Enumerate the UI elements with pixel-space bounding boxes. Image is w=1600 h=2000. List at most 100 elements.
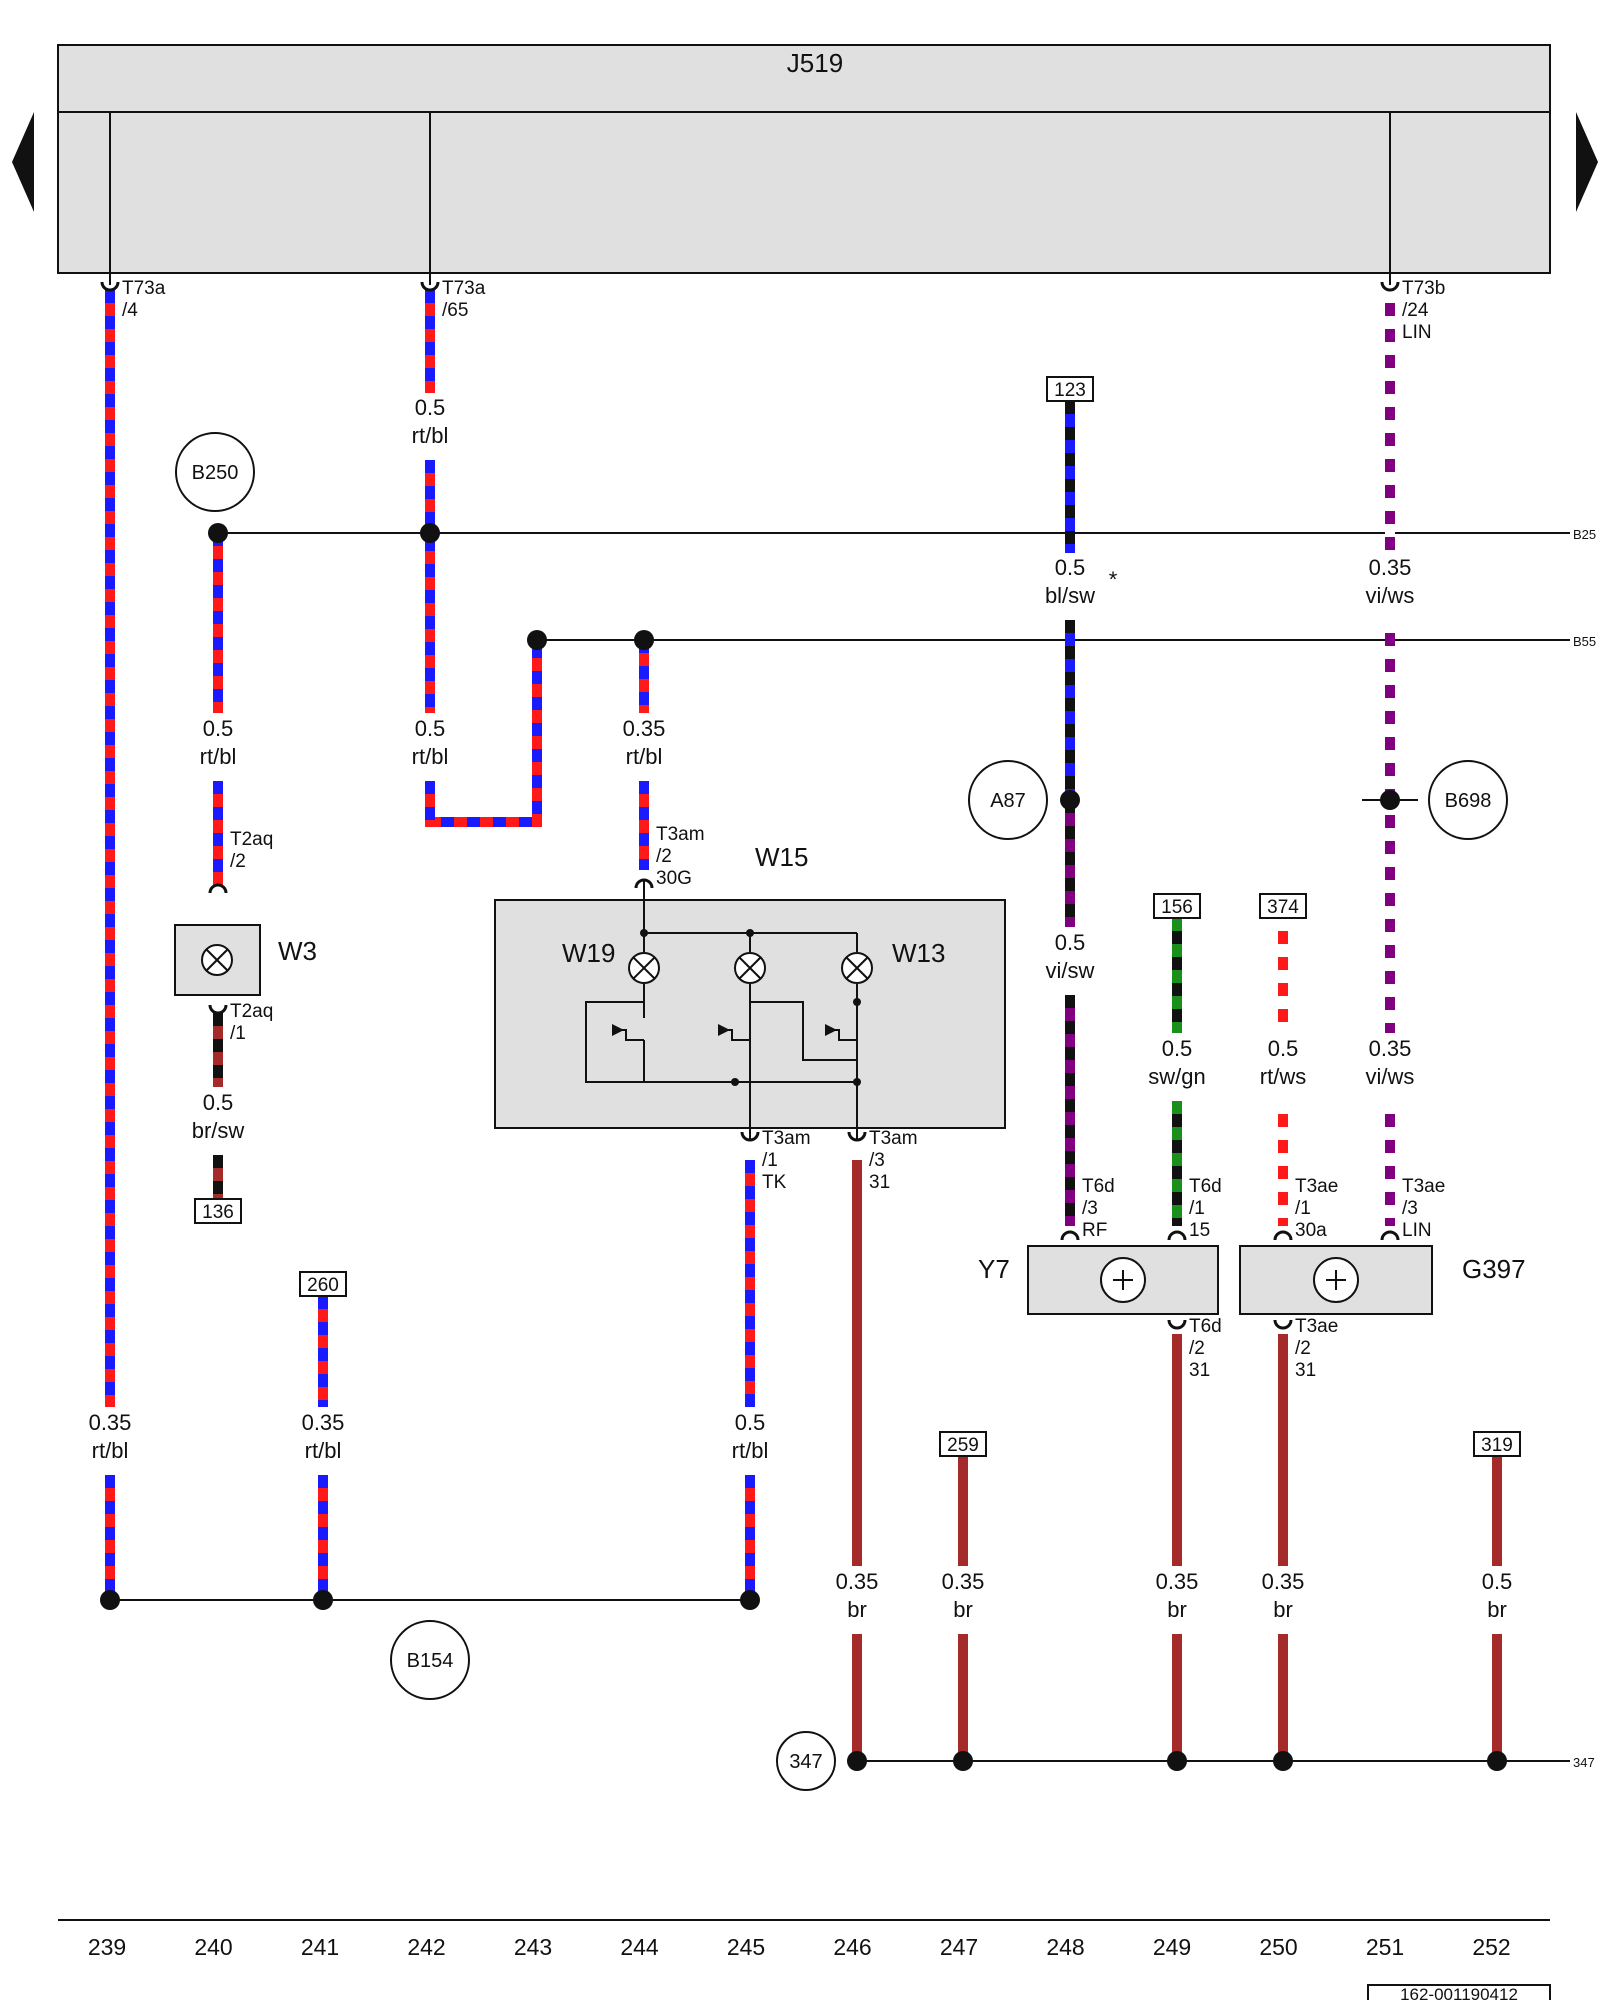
- ref-box-label[interactable]: 156: [1161, 897, 1193, 918]
- connector-t3am-1: T3am/1TK: [740, 1128, 811, 1193]
- column-number: 242: [407, 1934, 445, 1960]
- wire-gauge: 0.35: [302, 1410, 345, 1435]
- wire-gauge: 0.5: [735, 1410, 766, 1435]
- connector-pin-label: T6d: [1082, 1176, 1115, 1197]
- ref-box-label[interactable]: 136: [202, 1202, 234, 1223]
- connector-pin-label: T73a: [442, 278, 486, 299]
- wire-color: vi/ws: [1366, 583, 1415, 608]
- connector-pin-label: RF: [1082, 1220, 1107, 1241]
- wire-rt-bl: [425, 640, 542, 827]
- connector-pin-label: T3am: [656, 824, 705, 845]
- previous-page-arrow-icon[interactable]: [12, 112, 34, 212]
- wire-gauge: 0.5: [415, 395, 446, 420]
- column-number: 245: [727, 1934, 765, 1960]
- wire-group: [102, 290, 1502, 1761]
- connector-t2aq-2: T2aq/2: [208, 829, 273, 894]
- node-347-label: 347: [789, 1751, 822, 1773]
- wire-color: br: [953, 1597, 973, 1622]
- wire-gauge: 0.35: [89, 1410, 132, 1435]
- column-number: 241: [301, 1934, 339, 1960]
- connector-t6d-2: T6d/231: [1167, 1316, 1222, 1381]
- connector-pin-label: /4: [122, 300, 138, 321]
- connector-pin-label: /1: [1295, 1198, 1311, 1219]
- connector-pin-label: LIN: [1402, 322, 1432, 343]
- connector-pin-label: /1: [762, 1150, 778, 1171]
- wire-color: rt/bl: [412, 744, 449, 769]
- w19-label: W19: [562, 938, 615, 968]
- connector-pin-label: /24: [1402, 300, 1429, 321]
- y7-label: Y7: [978, 1254, 1010, 1284]
- column-number: 239: [88, 1934, 126, 1960]
- ref-box-label[interactable]: 319: [1481, 1435, 1513, 1456]
- connector-pin-label: T3ae: [1295, 1316, 1338, 1337]
- wire-gauge: 0.35: [1262, 1569, 1305, 1594]
- connector-pin-label: T2aq: [230, 829, 273, 850]
- wire-gauge: 0.35: [623, 716, 666, 741]
- wire-gauge: 0.35: [836, 1569, 879, 1594]
- ref-box-label[interactable]: 374: [1267, 897, 1299, 918]
- wire-color: rt/bl: [200, 744, 237, 769]
- wire-color: vi/sw: [1046, 958, 1095, 983]
- node-b154-label: B154: [407, 1650, 454, 1672]
- wire-gauge: 0.5: [1055, 930, 1086, 955]
- column-number: 249: [1153, 1934, 1191, 1960]
- wire-gauge: 0.35: [1369, 555, 1412, 580]
- connector-pin-label: /3: [869, 1150, 885, 1171]
- reference-boxes[interactable]: 123 156 374 136 260 259 319: [194, 376, 1521, 1457]
- column-number: 240: [194, 1934, 232, 1960]
- connector-pin-label: T3ae: [1295, 1176, 1338, 1197]
- wire-gauge: 0.35: [942, 1569, 985, 1594]
- connector-pin-label: T73a: [122, 278, 166, 299]
- edge-label: B55: [1573, 634, 1596, 649]
- wire-gauge: 0.5: [1055, 555, 1086, 580]
- wire-color: br: [1273, 1597, 1293, 1622]
- column-number: 251: [1366, 1934, 1404, 1960]
- connector-pin-label: 31: [1295, 1360, 1316, 1381]
- wire-gauge: 0.35: [1156, 1569, 1199, 1594]
- connector-pin-label: /3: [1402, 1198, 1418, 1219]
- wire-gauge: 0.35: [1369, 1036, 1412, 1061]
- connector-pin-label: T73b: [1402, 278, 1445, 299]
- wire-color: rt/ws: [1260, 1064, 1306, 1089]
- connector-t73a-65: T73a/65: [420, 278, 486, 321]
- column-number: 246: [833, 1934, 871, 1960]
- connector-pin-label: 30G: [656, 868, 692, 889]
- column-number: 243: [514, 1934, 552, 1960]
- ref-box-label[interactable]: 259: [947, 1435, 979, 1456]
- wire-gauge: 0.5: [203, 1090, 234, 1115]
- edge-label: B25: [1573, 527, 1596, 542]
- node-b698-label: B698: [1445, 790, 1492, 812]
- ref-box-label[interactable]: 260: [307, 1275, 339, 1296]
- connector-pin-label: 15: [1189, 1220, 1210, 1241]
- wire-color: br: [1167, 1597, 1187, 1622]
- wire-gauge: 0.5: [1162, 1036, 1193, 1061]
- connector-pin-label: /1: [1189, 1198, 1205, 1219]
- connector-pin-label: 31: [1189, 1360, 1210, 1381]
- control-unit-j519: J519: [57, 44, 1551, 285]
- component-y7: Y7: [978, 1245, 1219, 1315]
- next-page-arrow-icon[interactable]: [1576, 112, 1598, 212]
- w3-label: W3: [278, 936, 317, 966]
- wire-gauge: 0.5: [415, 716, 446, 741]
- column-number: 252: [1472, 1934, 1510, 1960]
- asterisk-note: *: [1109, 567, 1118, 592]
- wire-color: rt/bl: [92, 1438, 129, 1463]
- wire-color: rt/bl: [412, 423, 449, 448]
- wire-color: bl/sw: [1045, 583, 1095, 608]
- w13-label: W13: [892, 938, 945, 968]
- connector-pin-label: /65: [442, 300, 468, 321]
- connector-t3ae-2: T3ae/231: [1273, 1316, 1338, 1381]
- node-circles: B250 B154 A87 B698 347: [175, 432, 1508, 1791]
- connector-t6d-1: T6d/115: [1167, 1176, 1222, 1241]
- edge-label: 347: [1573, 1755, 1595, 1770]
- ref-box-label[interactable]: 123: [1054, 380, 1086, 401]
- wire-labels: 0.5 rt/bl 0.5 rt/bl 0.5 rt/bl 0.35 rt/bl…: [89, 395, 1513, 1622]
- connector-t73a-4: T73a/4: [100, 278, 166, 321]
- column-number: 247: [940, 1934, 978, 1960]
- node-b250-label: B250: [192, 462, 239, 484]
- wire-gauge: 0.5: [203, 716, 234, 741]
- connector-t2aq-1: T2aq/1: [208, 1001, 273, 1044]
- connector-pin-label: T3ae: [1402, 1176, 1445, 1197]
